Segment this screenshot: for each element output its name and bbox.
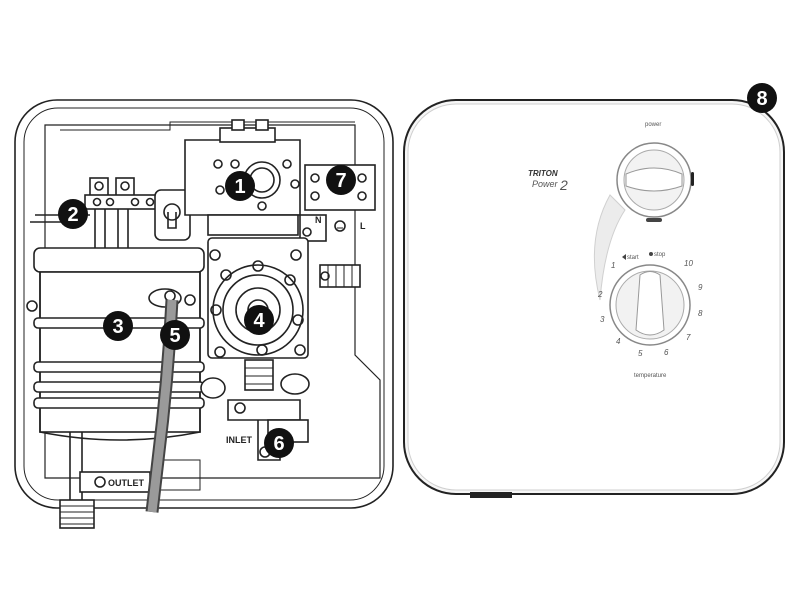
temperature-label: temperature [634, 373, 667, 379]
callout-1: 1 [225, 171, 255, 201]
callout-4: 4 [244, 305, 274, 335]
heater-tank [26, 247, 205, 500]
svg-text:5: 5 [169, 325, 180, 347]
dial-number-6: 6 [664, 348, 669, 357]
inlet-connector [200, 373, 310, 461]
dial-number-3: 3 [600, 315, 605, 324]
cover-bottom-tab [470, 492, 512, 498]
dial-number-5: 5 [638, 349, 643, 358]
shower-internals [14, 99, 394, 529]
svg-text:7: 7 [335, 170, 346, 192]
terminal-block-left [30, 177, 161, 250]
temperature-dial-grip [635, 271, 665, 336]
shower-cover: TRITON Power 2 power start stop 1 2 3 4 … [403, 99, 785, 498]
dial-number-7: 7 [686, 333, 691, 342]
brand-logo: TRITON [528, 169, 558, 178]
power-label: power [645, 122, 661, 128]
callout-2: 2 [58, 199, 88, 229]
dial-number-2: 2 [597, 290, 603, 299]
dial-number-10: 10 [684, 259, 693, 268]
svg-text:1: 1 [234, 176, 245, 198]
chassis-top-edge [60, 121, 355, 131]
dial-number-1: 1 [611, 261, 615, 270]
live-label: L [360, 221, 366, 231]
svg-text:3: 3 [112, 316, 123, 338]
callout-8: 8 [747, 83, 777, 113]
hose-highlight [147, 299, 177, 513]
chassis-outline [44, 124, 381, 479]
cover-face [407, 103, 781, 491]
cover-swoosh [593, 194, 626, 301]
svg-text:4: 4 [253, 310, 265, 332]
callout-3: 3 [103, 311, 133, 341]
inlet-label: INLET [226, 435, 253, 445]
outlet-pipe [59, 471, 151, 529]
stop-label: stop [654, 252, 666, 258]
backplate-inner [23, 107, 385, 501]
callout-5: 5 [160, 320, 190, 350]
outlet-label: OUTLET [108, 478, 144, 488]
svg-text:6: 6 [273, 433, 284, 455]
dial-number-8: 8 [698, 309, 703, 318]
callout-7: 7 [326, 165, 356, 195]
svg-text:2: 2 [67, 204, 78, 226]
svg-text:8: 8 [756, 88, 767, 110]
neutral-label: N [315, 215, 322, 225]
dial-number-9: 9 [698, 283, 703, 292]
model-name: Power [532, 179, 559, 189]
flow-valve [207, 237, 309, 391]
power-knob-grip [625, 167, 683, 192]
start-arrow-icon [622, 254, 626, 260]
start-label: start [627, 255, 639, 261]
cable-clamp [319, 264, 361, 288]
callouts: 1 2 3 4 5 6 7 8 [58, 83, 777, 458]
model-number: 2 [559, 177, 568, 193]
power-knob-base [646, 218, 662, 222]
power-indicator-light [691, 172, 694, 186]
dial-number-4: 4 [616, 337, 621, 346]
callout-6: 6 [264, 428, 294, 458]
stop-dot-icon [649, 252, 653, 256]
backplate-outer [14, 99, 394, 509]
